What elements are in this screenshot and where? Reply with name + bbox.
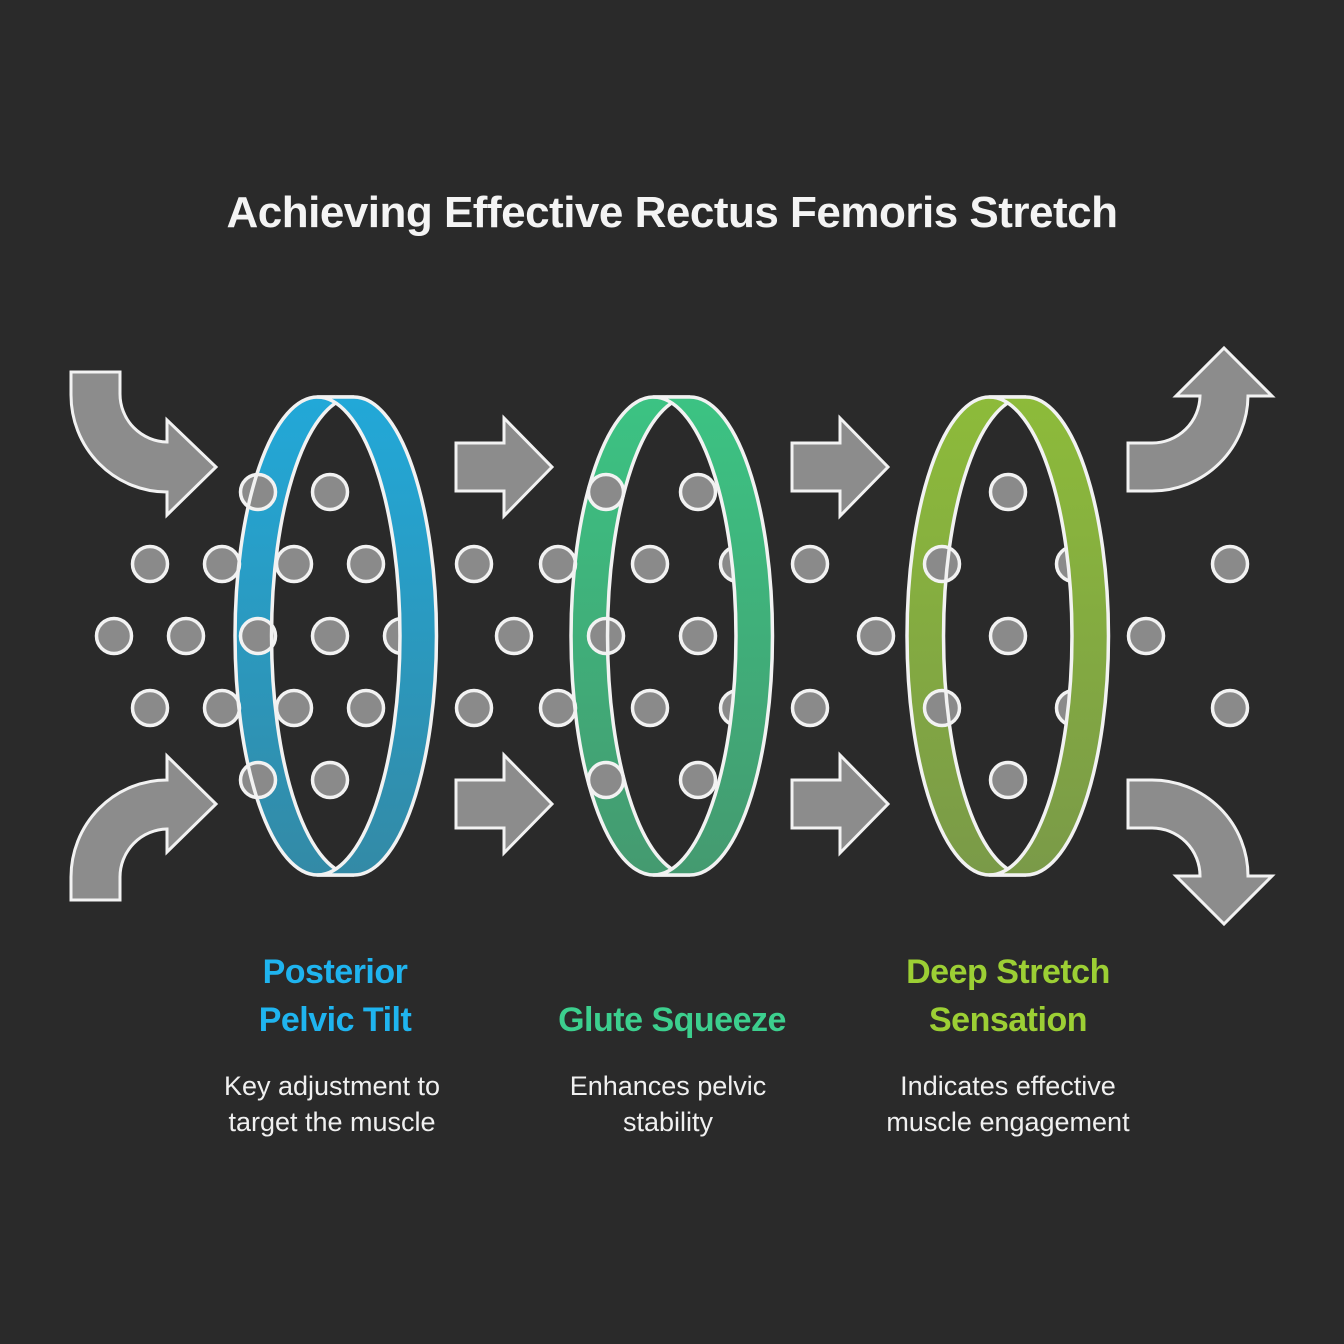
- particle-dot-icon: [310, 760, 350, 800]
- particle-dot-icon: [346, 544, 386, 584]
- step-label-deep-stretch-sensation: Deep Stretch Sensation: [848, 948, 1168, 1044]
- step-description-line: Enhances pelvic: [569, 1071, 767, 1101]
- curved-arrow-out-bottom-icon: [1126, 778, 1276, 927]
- particle-dot-icon: [678, 472, 718, 512]
- right-arrow-icon: [454, 751, 555, 857]
- particle-dot-icon: [202, 688, 242, 728]
- particle-dot-icon: [454, 544, 494, 584]
- ring-front-band: [987, 395, 1111, 877]
- step-description-deep-stretch-sensation: Indicates effective muscle engagement: [848, 1068, 1168, 1140]
- step-label-line: Pelvic Tilt: [258, 1001, 412, 1039]
- step-description-line: muscle engagement: [886, 1107, 1130, 1137]
- particle-dot-icon: [310, 616, 350, 656]
- particle-dot-icon: [586, 760, 626, 800]
- step-label-line: [512, 948, 832, 996]
- step-label-glute-squeeze: Glute Squeeze: [512, 948, 832, 1044]
- particle-dot-icon: [856, 616, 896, 656]
- particle-dot-icon: [988, 472, 1028, 512]
- particle-dot-icon: [988, 760, 1028, 800]
- particle-dot-icon: [630, 688, 670, 728]
- particle-dot-icon: [678, 616, 718, 656]
- step-description-line: stability: [622, 1107, 714, 1137]
- curved-arrow-out-top-icon: [1126, 345, 1276, 493]
- step-description-line: Key adjustment to: [223, 1071, 441, 1101]
- page-title: Achieving Effective Rectus Femoris Stret…: [226, 188, 1118, 237]
- right-arrow-icon: [790, 414, 891, 520]
- particle-dot-icon: [202, 544, 242, 584]
- particle-dot-icon: [1126, 616, 1166, 656]
- particle-dot-icon: [130, 544, 170, 584]
- particle-dot-icon: [678, 760, 718, 800]
- ring-front-band: [315, 395, 439, 877]
- particle-dot-icon: [130, 688, 170, 728]
- particle-dot-icon: [922, 544, 962, 584]
- step-description-line: target the muscle: [228, 1107, 436, 1137]
- particle-dot-icon: [94, 616, 134, 656]
- ring-front-band: [651, 395, 775, 877]
- ring-back-band: [907, 397, 1026, 875]
- particle-dot-icon: [630, 544, 670, 584]
- ring-back-band: [235, 397, 354, 875]
- particle-dot-icon: [494, 616, 534, 656]
- step-description-glute-squeeze: Enhances pelvic stability: [508, 1068, 828, 1140]
- step-label-line: Glute Squeeze: [558, 1001, 786, 1039]
- particle-dot-icon: [538, 688, 578, 728]
- particle-dot-icon: [274, 688, 314, 728]
- particle-dot-icon: [346, 688, 386, 728]
- particle-dot-icon: [274, 544, 314, 584]
- right-arrow-icon: [790, 751, 891, 857]
- ring-back-band: [571, 397, 690, 875]
- particle-dot-icon: [238, 472, 278, 512]
- particle-dot-icon: [310, 472, 350, 512]
- ring-outline: [905, 395, 1027, 877]
- ring-outline: [233, 395, 355, 877]
- particle-dot-icon: [238, 616, 278, 656]
- particle-dot-icon: [790, 688, 830, 728]
- step-description-line: Indicates effective: [900, 1071, 1116, 1101]
- particle-dot-icon: [790, 544, 830, 584]
- particle-dot-icon: [1210, 688, 1250, 728]
- step-label-line: Deep Stretch: [906, 953, 1110, 991]
- particle-dot-icon: [922, 688, 962, 728]
- particle-dot-icon: [166, 616, 206, 656]
- ring-outline: [569, 395, 691, 877]
- particle-dot-icon: [988, 616, 1028, 656]
- step-label-line: Sensation: [929, 1001, 1087, 1039]
- curved-arrow-in-bottom-icon: [69, 752, 219, 902]
- step-description-posterior-pelvic-tilt: Key adjustment to target the muscle: [172, 1068, 492, 1140]
- particle-dot-icon: [1210, 544, 1250, 584]
- step-label-line: Posterior: [262, 953, 408, 991]
- particle-dot-icon: [238, 760, 278, 800]
- particle-dot-icon: [454, 688, 494, 728]
- step-label-posterior-pelvic-tilt: Posterior Pelvic Tilt: [175, 948, 495, 1044]
- particle-dot-icon: [538, 544, 578, 584]
- particle-dot-icon: [586, 472, 626, 512]
- curved-arrow-in-top-icon: [69, 370, 219, 519]
- right-arrow-icon: [454, 414, 555, 520]
